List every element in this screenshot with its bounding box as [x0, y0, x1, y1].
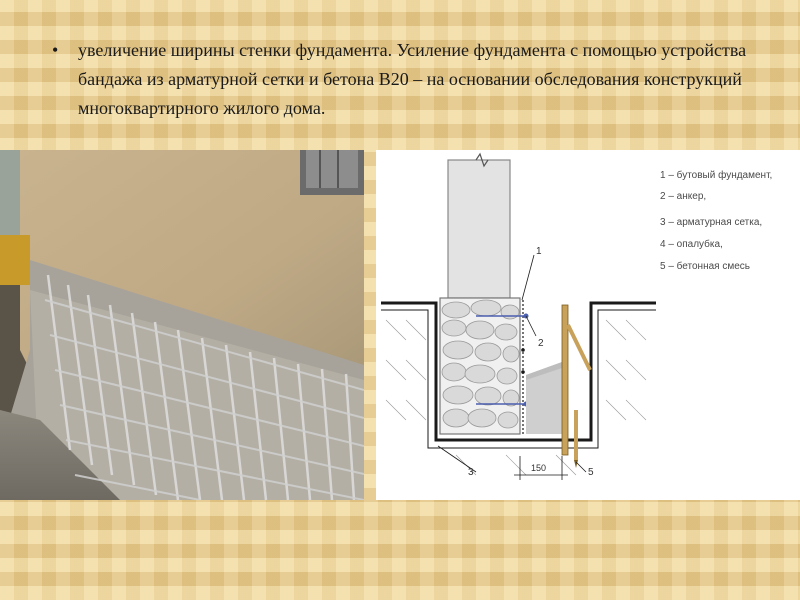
legend-item-2: 2 – анкер, — [660, 191, 707, 202]
slide-text: • увеличение ширины стенки фундамента. У… — [52, 36, 772, 123]
callout-2: 2 — [538, 338, 544, 349]
callout-1: 1 — [536, 246, 542, 257]
diagram-legend: 1 – бутовый фундамент, 2 – анкер, 3 – ар… — [660, 150, 800, 500]
bullet-text: увеличение ширины стенки фундамента. Уси… — [78, 40, 747, 118]
callout-3: 3 — [468, 467, 474, 478]
legend-item-3: 3 – арматурная сетка, — [660, 217, 763, 228]
legend-item-5: 5 – бетонная смесь — [660, 261, 750, 272]
foundation-diagram: 1 2 3 5 150 — [376, 150, 660, 500]
dimension-label: 150 — [531, 463, 546, 473]
callout-5: 5 — [588, 467, 594, 478]
legend-item-1: 1 – бутовый фундамент, — [660, 170, 773, 181]
bullet-icon: • — [52, 40, 59, 60]
reinforcement-mesh-photo-icon — [0, 150, 364, 500]
legend-item-4: 4 – опалубка, — [660, 239, 723, 250]
foundation-photo — [0, 150, 364, 500]
